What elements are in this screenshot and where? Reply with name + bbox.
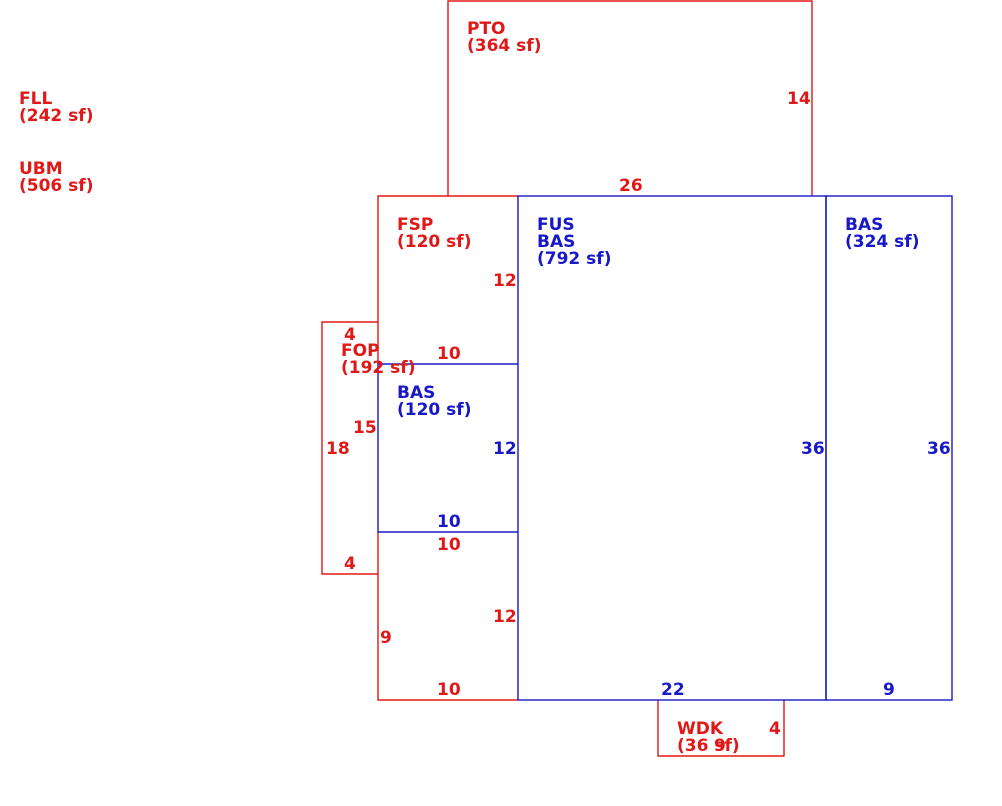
lower-porch-outline [377,532,518,701]
bas-right-area: (324 sf) [845,232,919,252]
dim-fop-bottom: 4 [344,554,356,574]
dim-fsp-side: 12 [493,271,517,291]
dim-main-side: 36 [801,439,825,459]
main-area: (792 sf) [537,249,611,269]
dim-wdk-side: 4 [769,719,781,739]
dim-lower-top: 10 [437,535,461,555]
fsp-code: FSP [397,215,433,235]
wdk-code: WDK [677,719,724,739]
dim-pto-bottom: 26 [619,176,643,196]
dim-lower-bottom: 10 [437,680,461,700]
fop-area: (192 sf) [341,358,415,378]
dim-lower-left: 9 [380,628,392,648]
ubm-area: (506 sf) [19,176,93,196]
dim-bas-small-bottom: 10 [437,512,461,532]
wdk-outline [657,700,785,757]
bas-right-code: BAS [845,215,883,235]
dim-pto-side: 14 [787,89,811,109]
pto-outline [447,0,813,196]
bas-small-area: (120 sf) [397,400,471,420]
pto-code: PTO [467,19,506,39]
wdk-area: (36 sf) [677,736,740,756]
dim-fsp-bottom: 10 [437,344,461,364]
dim-wdk-bottom: 9 [714,736,726,756]
bas-small-code: BAS [397,383,435,403]
main-code-fus: FUS [537,215,575,235]
fsp-outline [377,195,518,364]
pto-area: (364 sf) [467,36,541,56]
dim-bas-small-side: 12 [493,439,517,459]
fll-code: FLL [19,89,52,109]
dim-fop-left: 18 [326,439,350,459]
main-bas-outline [517,195,827,701]
dim-fop-inner: 15 [353,418,377,438]
main-code-bas: BAS [537,232,575,252]
dim-right-bottom: 9 [883,680,895,700]
dim-main-bottom: 22 [661,680,685,700]
dim-fop-top: 4 [344,325,356,345]
right-bas-outline [825,195,953,701]
fop-outline [321,321,378,575]
ubm-code: UBM [19,159,63,179]
fop-code: FOP [341,341,380,361]
fsp-area: (120 sf) [397,232,471,252]
small-bas-outline [377,363,518,533]
dim-lower-side: 12 [493,607,517,627]
dim-right-side: 36 [927,439,951,459]
fll-area: (242 sf) [19,106,93,126]
